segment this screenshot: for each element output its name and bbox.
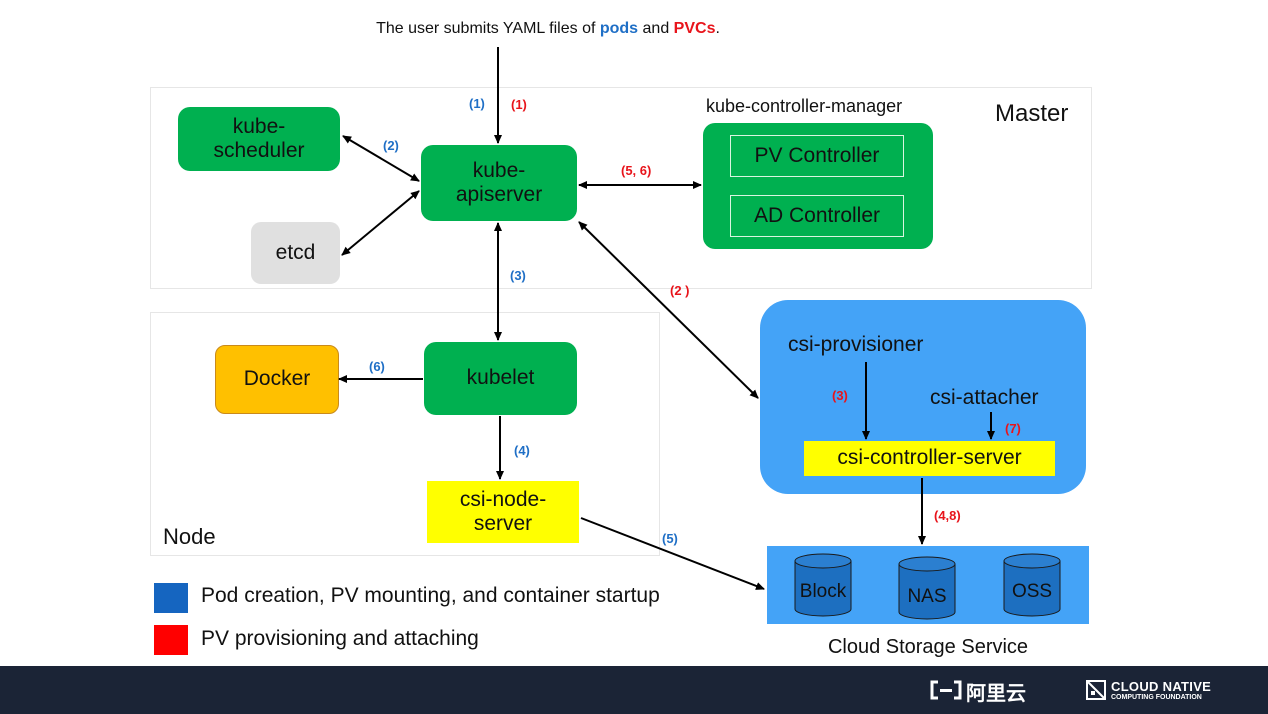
step-red-7: (7) [1005, 421, 1021, 436]
kube-apiserver-box: kube- apiserver [421, 145, 577, 221]
kube-scheduler-box: kube- scheduler [178, 107, 340, 171]
ad-controller-label: AD Controller [753, 203, 881, 227]
legend-label-blue: Pod creation, PV mounting, and container… [201, 584, 660, 607]
step-blue-4: (4) [514, 443, 530, 458]
header-pods: pods [599, 20, 639, 37]
footer-bar: 阿里云 CLOUD NATIVE COMPUTING FOUNDATION [0, 666, 1268, 714]
arrow-apiserver-csi [578, 221, 759, 399]
arrow-etcd-apiserver [341, 190, 420, 256]
csi-node-server-box: csi-node- server [427, 481, 579, 543]
header-caption: The user submits YAML files of pods and … [0, 20, 1096, 38]
etcd-label: etcd [275, 240, 316, 264]
docker-box: Docker [215, 345, 339, 414]
etcd-box: etcd [251, 222, 340, 284]
node-title: Node [163, 524, 216, 549]
header-prefix: The user submits YAML files of [376, 20, 600, 37]
header-pvcs: PVCs [673, 20, 716, 37]
kube-apiserver-label: kube- apiserver [455, 158, 543, 206]
step-red-3: (3) [832, 388, 848, 403]
cncf-logo-line2: COMPUTING FOUNDATION [1111, 694, 1202, 701]
oss-cylinder-icon [1003, 553, 1061, 617]
aliyun-logo-icon [930, 680, 962, 700]
step-blue-3: (3) [510, 268, 526, 283]
arrow-scheduler-apiserver [342, 135, 420, 182]
step-red-1: (1) [511, 97, 527, 112]
csi-controller-server-box: csi-controller-server [804, 441, 1055, 476]
csi-attacher-label: csi-attacher [930, 386, 1039, 409]
aliyun-logo-text: 阿里云 [966, 683, 1026, 705]
csi-provisioner-label: csi-provisioner [788, 333, 924, 356]
header-and: and [638, 20, 674, 37]
step-red-2: (2 ) [670, 283, 690, 298]
kube-scheduler-label: kube- scheduler [213, 114, 305, 162]
kubelet-label: kubelet [466, 366, 535, 390]
master-title: Master [995, 100, 1069, 127]
step-blue-6: (6) [369, 359, 385, 374]
storage-item-oss: OSS [1011, 581, 1053, 602]
pv-controller-label: PV Controller [754, 143, 880, 167]
legend-swatch-blue [154, 583, 188, 613]
step-red-4-8: (4,8) [934, 508, 961, 523]
step-red-5-6: (5, 6) [621, 163, 652, 178]
ad-controller-box: AD Controller [730, 195, 904, 237]
nas-cylinder-icon [898, 556, 956, 620]
cncf-logo-icon [1086, 680, 1106, 700]
header-suffix: . [715, 20, 720, 37]
storage-item-block: Block [799, 581, 847, 602]
csi-controller-server-label: csi-controller-server [837, 446, 1022, 470]
step-blue-5: (5) [662, 531, 678, 546]
arrow-csinode-storage [580, 517, 765, 590]
csi-node-server-label: csi-node- server [459, 487, 547, 535]
legend-swatch-red [154, 625, 188, 655]
pv-controller-box: PV Controller [730, 135, 904, 177]
docker-label: Docker [243, 367, 311, 391]
cloud-storage-title: Cloud Storage Service [827, 636, 1029, 658]
kcm-title: kube-controller-manager [706, 96, 903, 116]
kubelet-box: kubelet [424, 342, 577, 415]
storage-item-nas: NAS [907, 586, 947, 607]
step-blue-1: (1) [469, 96, 485, 111]
storage-cylinders [794, 553, 1061, 620]
cncf-logo-line1: CLOUD NATIVE [1111, 679, 1212, 694]
block-cylinder-icon [794, 553, 852, 617]
step-blue-2: (2) [383, 138, 399, 153]
legend-label-red: PV provisioning and attaching [201, 627, 479, 650]
